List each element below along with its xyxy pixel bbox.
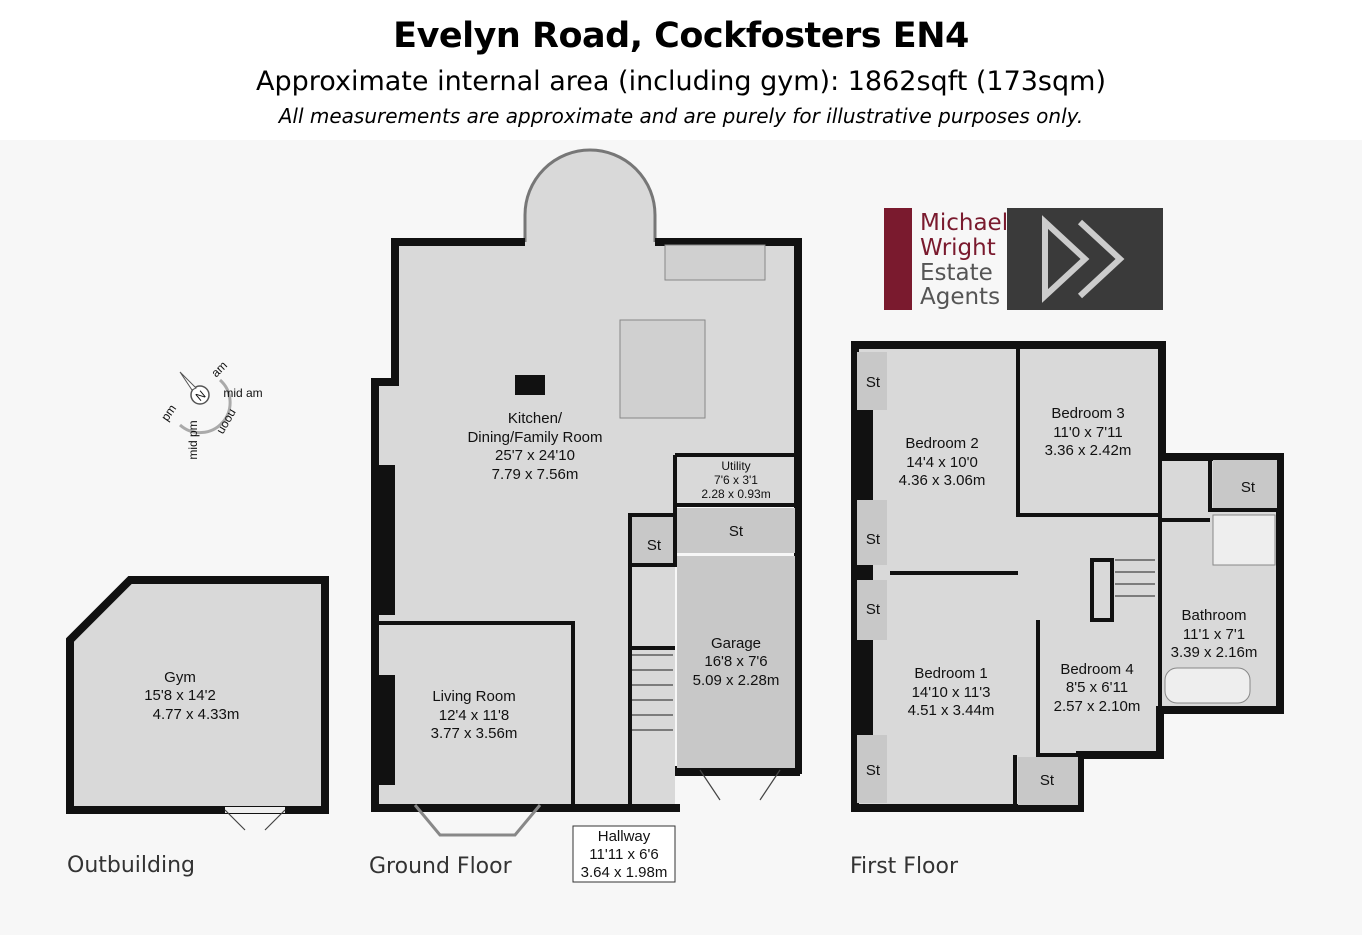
logo-wright: Wright	[920, 235, 996, 261]
room-metric: 3.36 x 2.42m	[1045, 442, 1132, 459]
outbuilding-plan: Gym 15'8 x 14'2 4.77 x 4.33m Outbuilding	[66, 576, 329, 878]
logo-estate: Estate	[920, 260, 993, 286]
storage-label: St	[1040, 772, 1055, 789]
page-title: Evelyn Road, Cockfosters EN4	[393, 16, 969, 56]
room-imperial: 11'1 x 7'1	[1183, 626, 1245, 643]
room-name-kitchen-2: Dining/Family Room	[467, 429, 602, 446]
storage-label: St	[866, 531, 881, 548]
room-metric: 2.57 x 2.10m	[1054, 698, 1141, 715]
area-subtitle: Approximate internal area (including gym…	[256, 66, 1106, 97]
agency-logo: Michael Wright Estate Agents	[884, 208, 1163, 310]
room-name-utility: Utility	[721, 459, 750, 473]
room-name-living: Living Room	[432, 688, 515, 705]
room-name-bedroom-2: Bedroom 2	[905, 435, 978, 452]
room-metric: 5.09 x 2.28m	[693, 672, 780, 689]
first-floor-plan: St St St St St St Bedroom 2 14'4 x 10'0 …	[850, 341, 1284, 879]
room-metric: 3.64 x 1.98m	[581, 864, 668, 881]
room-metric: 3.77 x 3.56m	[431, 725, 518, 742]
room-metric: 4.51 x 3.44m	[908, 702, 995, 719]
compass-mid-am: mid am	[223, 386, 262, 400]
disclaimer: All measurements are approximate and are…	[278, 104, 1084, 128]
storage-label: St	[647, 537, 662, 554]
room-imperial: 15'8 x 14'2	[144, 687, 216, 704]
room-metric: 7.79 x 7.56m	[492, 466, 579, 483]
storage-labels: St St St St St St	[866, 374, 1256, 789]
room-imperial: 25'7 x 24'10	[495, 447, 575, 464]
room-name-hallway: Hallway	[598, 828, 651, 845]
storage-label: St	[1241, 479, 1256, 496]
storage-label: St	[866, 762, 881, 779]
room-name-garage: Garage	[711, 635, 761, 652]
room-name-bathroom: Bathroom	[1181, 607, 1246, 624]
room-imperial: 12'4 x 11'8	[439, 707, 510, 724]
room-name-bedroom-3: Bedroom 3	[1051, 405, 1124, 422]
room-imperial: 7'6 x 3'1	[714, 473, 758, 487]
room-name-bedroom-4: Bedroom 4	[1060, 661, 1133, 678]
chevron-logo-icon	[1042, 215, 1125, 303]
room-name-kitchen: Kitchen/	[508, 410, 563, 427]
logo-michael: Michael	[920, 210, 1008, 236]
room-imperial: 16'8 x 7'6	[704, 653, 767, 670]
room-metric: 2.28 x 0.93m	[701, 487, 770, 501]
room-name-gym: Gym	[164, 669, 196, 686]
logo-agents: Agents	[920, 284, 1000, 310]
room-metric: 3.39 x 2.16m	[1171, 644, 1258, 661]
room-metric: 4.36 x 3.06m	[899, 472, 986, 489]
floor-label-ground: Ground Floor	[369, 854, 513, 879]
room-imperial: 14'10 x 11'3	[912, 684, 991, 701]
ground-floor-plan: Kitchen/ Dining/Family Room 25'7 x 24'10…	[369, 148, 802, 883]
floor-label-outbuilding: Outbuilding	[67, 853, 195, 878]
floor-label-first: First Floor	[850, 854, 959, 879]
sun-compass-icon: N am mid am noon mid pm pm	[158, 358, 262, 459]
compass-mid-pm: mid pm	[186, 420, 200, 459]
storage-label: St	[866, 601, 881, 618]
room-imperial: 8'5 x 6'11	[1066, 679, 1128, 696]
storage-label: St	[866, 374, 881, 391]
room-imperial: 11'11 x 6'6	[589, 846, 658, 863]
room-imperial: 11'0 x 7'11	[1053, 424, 1122, 441]
room-metric: 4.77 x 4.33m	[153, 706, 240, 723]
room-imperial: 14'4 x 10'0	[906, 454, 978, 471]
storage-label: St	[729, 523, 744, 540]
room-name-bedroom-1: Bedroom 1	[914, 665, 987, 682]
